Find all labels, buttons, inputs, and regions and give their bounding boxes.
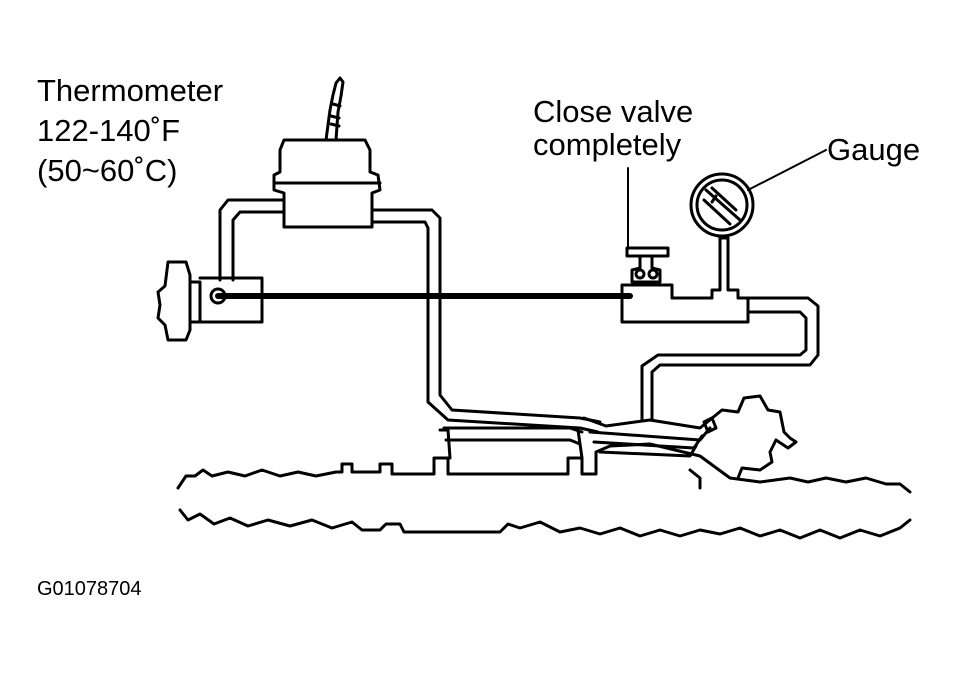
gauge-leader-line	[747, 149, 827, 191]
temperature-fahrenheit-label: 122-140˚F	[37, 113, 181, 148]
pump-body	[198, 276, 264, 324]
valve-manifold	[620, 236, 820, 422]
pinion-valve-body	[582, 394, 798, 490]
temperature-celsius-label: (50~60˚C)	[37, 153, 178, 188]
figure-code: G01078704	[37, 578, 142, 600]
pressure-gauge	[689, 172, 755, 238]
steering-gear-housing	[176, 426, 912, 540]
thermometer-probe	[324, 76, 345, 142]
valve-instruction-line1: Close valve	[533, 94, 694, 129]
pump-pulley	[156, 260, 202, 342]
gauge-label: Gauge	[827, 132, 921, 167]
valve-instruction-line2: completely	[533, 127, 682, 162]
thermometer-label: Thermometer	[37, 73, 224, 108]
reservoir	[272, 138, 382, 229]
hoses	[218, 198, 602, 434]
shutoff-valve	[625, 246, 670, 284]
